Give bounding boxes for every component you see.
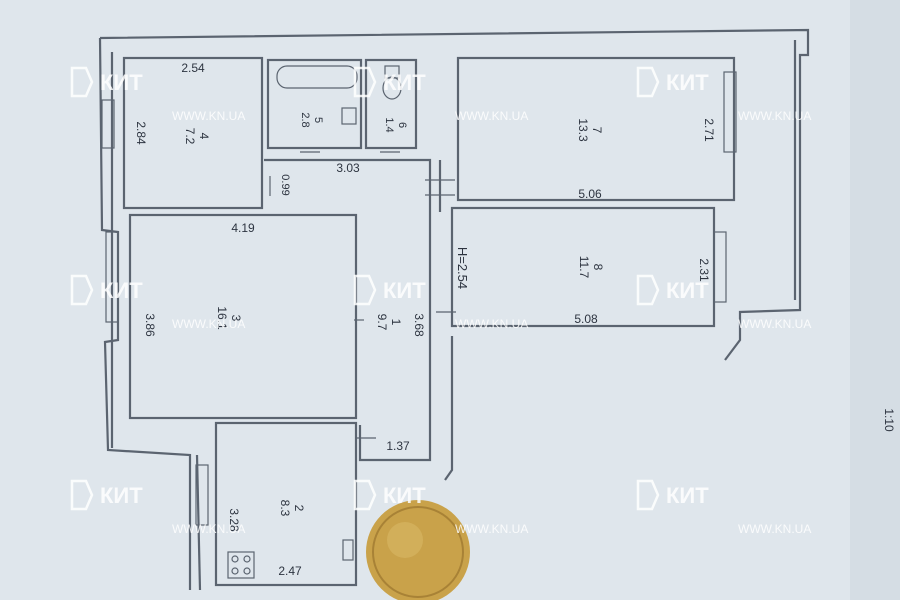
watermark-url-text: WWW.KN.UA <box>455 317 528 331</box>
watermark-logo-text: КИТ <box>100 278 143 303</box>
sink-icon <box>341 107 357 125</box>
dimension-room-8-width: 5.08 <box>574 312 598 326</box>
watermark-url-text: WWW.KN.UA <box>738 522 811 536</box>
watermark-url-text: WWW.KN.UA <box>738 109 811 123</box>
dimension-room-8-length: 2.31 <box>697 258 711 282</box>
paper-margin <box>850 0 900 600</box>
dimension-room-4-length: 2.84 <box>134 121 148 145</box>
watermark: КИТ WWW.KN.UA <box>70 274 245 331</box>
room-5-label: 5 2.8 <box>299 112 324 127</box>
watermark-logo-icon <box>70 479 94 511</box>
watermark: КИТ WWW.KN.UA <box>353 66 528 123</box>
room-6-label: 6 1.4 <box>383 117 408 132</box>
watermark-logo-text: КИТ <box>383 278 426 303</box>
watermark: КИТ WWW.KN.UA <box>636 274 811 331</box>
watermark-url-text: WWW.KN.UA <box>738 317 811 331</box>
watermark-url-text: WWW.KN.UA <box>455 109 528 123</box>
watermark: КИТ WWW.KN.UA <box>636 479 811 536</box>
dimension-room-4-width: 2.54 <box>181 61 205 75</box>
watermark-logo-icon <box>70 274 94 306</box>
kitchen-sink-icon <box>342 539 354 561</box>
windows <box>101 71 737 526</box>
watermark-logo-icon <box>353 274 377 306</box>
room-1-outline <box>264 158 432 462</box>
room-1-number: 1 <box>389 319 403 326</box>
room-5-number: 5 <box>312 117 324 123</box>
ceiling-height-label: H=2.54 <box>455 247 470 289</box>
room-3-area: 16.1 <box>215 306 229 330</box>
watermark-url-text: WWW.KN.UA <box>172 317 245 331</box>
watermark-logo-text: КИТ <box>383 483 426 508</box>
dimension-room-2-length: 3.28 <box>227 508 241 532</box>
bathtub-icon <box>276 65 358 89</box>
room-3-outline <box>128 213 358 420</box>
room-7-outline <box>456 56 736 202</box>
watermark: КИТ WWW.KN.UA <box>70 479 245 536</box>
toilet-tank-icon <box>384 65 400 79</box>
room-7-label: 7 13.3 <box>576 118 604 142</box>
watermark-url-text: WWW.KN.UA <box>455 522 528 536</box>
dimension-room-7-width: 5.06 <box>578 187 602 201</box>
dimension-corridor-length: 3.68 <box>412 313 426 337</box>
watermark-layer: КИТ WWW.KN.UA КИТ WWW.KN.UA КИТ WWW.KN.UA КИТ W… <box>70 66 811 536</box>
dimension-room-3-length: 3.86 <box>143 313 157 337</box>
dimension-room-3-width: 4.19 <box>231 221 255 235</box>
watermark: КИТ WWW.KN.UA <box>353 274 528 331</box>
room-8-number: 8 <box>591 264 605 271</box>
room-1-label: 1 9.7 <box>375 314 403 331</box>
room-2-area: 8.3 <box>278 500 292 517</box>
dimension-corridor-top: 3.03 <box>336 161 360 175</box>
outer-walls <box>98 28 810 591</box>
room-4-outline <box>122 56 264 210</box>
room-5-outline <box>266 58 363 150</box>
watermark-logo-icon <box>636 479 660 511</box>
room-1-area: 9.7 <box>375 314 389 331</box>
room-2-number: 2 <box>292 505 306 512</box>
watermark-logo-text: КИТ <box>100 70 143 95</box>
room-6-number: 6 <box>396 122 408 128</box>
room-4-label: 4 7.2 <box>183 128 211 145</box>
watermark: КИТ WWW.KN.UA <box>353 479 528 536</box>
scale-note: 1:10 <box>882 408 896 432</box>
room-2-label: 2 8.3 <box>278 500 306 517</box>
watermark-logo-text: КИТ <box>666 483 709 508</box>
room-4-area: 7.2 <box>183 128 197 145</box>
dimension-room-7-length: 2.71 <box>702 118 716 142</box>
watermark: КИТ WWW.KN.UA <box>70 66 245 123</box>
dimension-room-2-width: 2.47 <box>278 564 302 578</box>
door-marks <box>269 151 456 439</box>
room-7-area: 13.3 <box>576 118 590 142</box>
room-3-number: 3 <box>229 315 243 322</box>
room-6-area: 1.4 <box>383 117 395 132</box>
room-7-number: 7 <box>590 127 604 134</box>
watermark-url-text: WWW.KN.UA <box>172 109 245 123</box>
watermark: КИТ WWW.KN.UA <box>636 66 811 123</box>
room-8-label: 8 11.7 <box>577 256 605 279</box>
watermark-url-text: WWW.KN.UA <box>172 522 245 536</box>
watermark-logo-icon <box>70 66 94 98</box>
watermark-logo-text: КИТ <box>383 70 426 95</box>
dimension-corridor-gap: 0.99 <box>279 174 291 195</box>
room-8-area: 11.7 <box>577 256 591 279</box>
room-4-number: 4 <box>197 133 211 140</box>
room-5-area: 2.8 <box>299 112 311 127</box>
watermark-logo-text: КИТ <box>666 278 709 303</box>
watermark-logo-icon <box>636 66 660 98</box>
room-6-outline <box>364 58 418 150</box>
watermark-logo-icon <box>353 66 377 98</box>
watermark-logo-icon <box>636 274 660 306</box>
stove-icon <box>227 551 255 579</box>
watermark-logo-text: КИТ <box>100 483 143 508</box>
room-3-label: 3 16.1 <box>215 306 243 330</box>
coin-photo-object <box>366 500 470 600</box>
toilet-bowl-icon <box>382 76 402 100</box>
watermark-logo-text: КИТ <box>666 70 709 95</box>
dimension-corridor-end: 1.37 <box>386 439 410 453</box>
watermark-logo-icon <box>353 479 377 511</box>
